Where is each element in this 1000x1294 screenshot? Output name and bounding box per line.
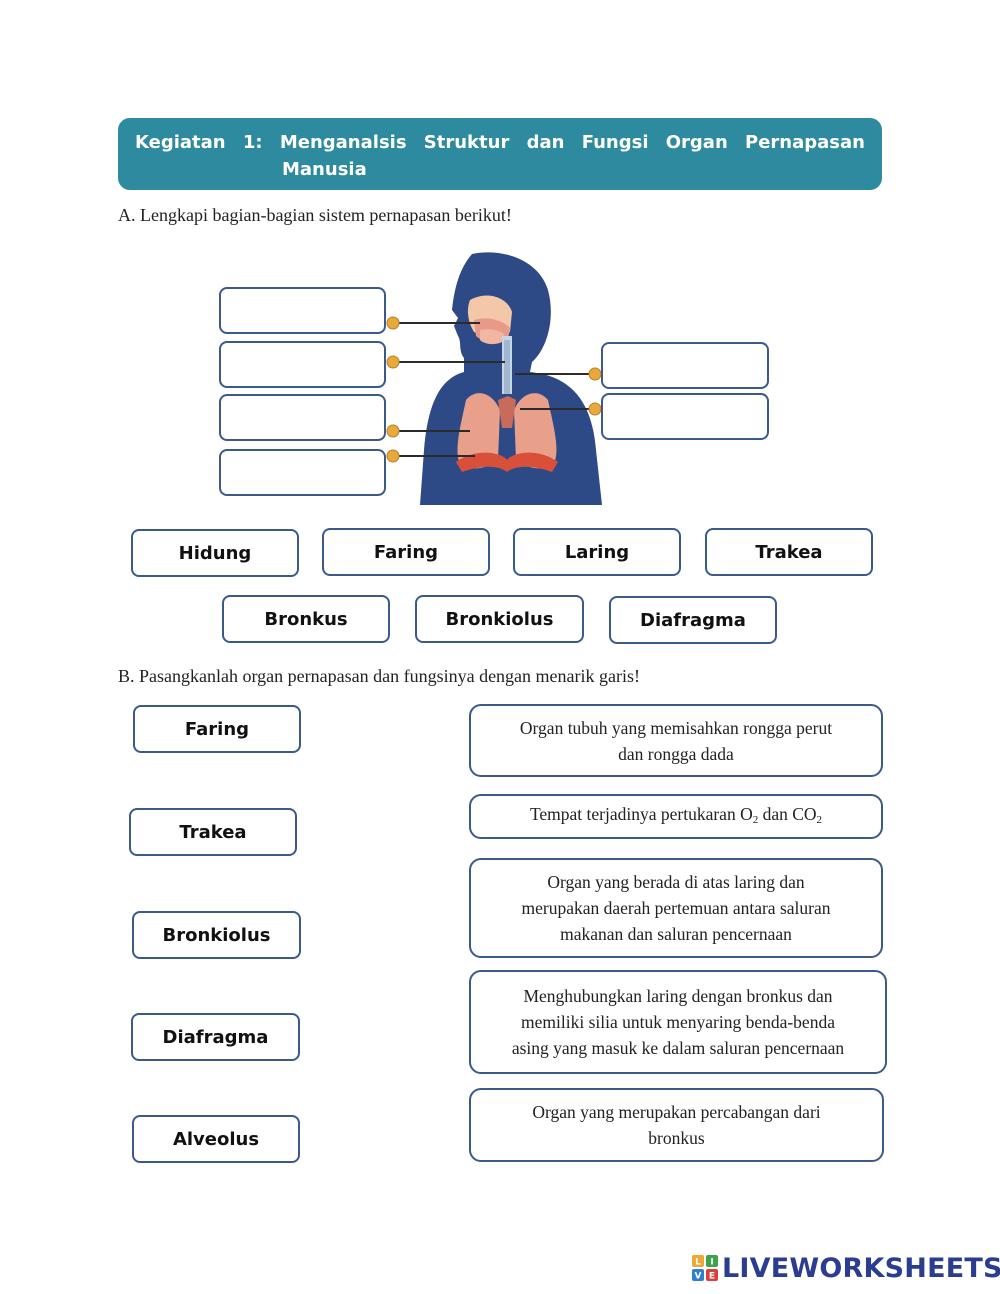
word-bank-bronkiolus[interactable]: Bronkiolus: [415, 595, 584, 643]
title-word: Fungsi: [581, 132, 649, 153]
function-text-line: Tempat terjadinya pertukaran O2 dan CO2: [529, 803, 823, 826]
diaphragm-shape: [456, 452, 558, 472]
activity-title-line-1: Kegiatan 1: Menganalsis Struktur dan Fun…: [135, 129, 865, 156]
connector-dot: [386, 355, 400, 369]
svg-text:V: V: [695, 1272, 702, 1282]
organ-alveolus[interactable]: Alveolus: [132, 1115, 300, 1163]
activity-title-banner: Kegiatan 1: Menganalsis Struktur dan Fun…: [118, 118, 882, 190]
word-bank-trakea[interactable]: Trakea: [705, 528, 873, 576]
right-lung: [514, 393, 557, 469]
answer-blank-5[interactable]: [601, 342, 769, 389]
title-word: Menganalsis: [279, 132, 407, 153]
function-box-5[interactable]: Organ yang merupakan percabangan dari br…: [469, 1088, 884, 1162]
connector-dot: [386, 316, 400, 330]
word-bank-bronkus[interactable]: Bronkus: [222, 595, 390, 643]
title-word: dan: [526, 132, 565, 153]
section-b-instruction: B. Pasangkanlah organ pernapasan dan fun…: [118, 666, 641, 686]
function-box-3[interactable]: Organ yang berada di atas laring dan mer…: [469, 858, 883, 958]
word-bank-hidung[interactable]: Hidung: [131, 529, 299, 577]
title-word: Kegiatan: [135, 132, 226, 153]
activity-title-line-2: Manusia: [282, 159, 367, 180]
organ-trakea[interactable]: Trakea: [129, 808, 297, 856]
word-bank-laring[interactable]: Laring: [513, 528, 681, 576]
function-text-line: Organ yang merupakan percabangan dari: [532, 1102, 821, 1122]
word-bank-diafragma[interactable]: Diafragma: [609, 596, 777, 644]
function-text-line: memiliki silia untuk menyaring benda-ben…: [521, 1012, 835, 1032]
function-text-line: makanan dan saluran pencernaan: [560, 924, 792, 944]
answer-blank-2[interactable]: [219, 341, 386, 388]
function-text-line: Organ yang berada di atas laring dan: [547, 872, 805, 892]
organ-bronkiolus[interactable]: Bronkiolus: [132, 911, 301, 959]
liveworksheets-wordmark: LIVEWORKSHEETS: [722, 1252, 1000, 1284]
connector-dot: [588, 367, 602, 381]
function-box-2[interactable]: Tempat terjadinya pertukaran O2 dan CO2: [469, 794, 883, 839]
respiratory-system-diagram: [420, 252, 602, 505]
function-box-1[interactable]: Organ tubuh yang memisahkan rongga perut…: [469, 704, 883, 777]
title-word: Struktur: [423, 132, 510, 153]
section-a-instruction: A. Lengkapi bagian-bagian sistem pernapa…: [118, 205, 512, 225]
title-word: Pernapasan: [745, 132, 865, 153]
connector-dot: [588, 402, 602, 416]
connector-dot: [386, 424, 400, 438]
function-text-line: bronkus: [648, 1128, 705, 1148]
function-text-line: asing yang masuk ke dalam saluran pencer…: [511, 1038, 845, 1058]
connector-dot: [386, 449, 400, 463]
liveworksheets-logo-icon: L I V E: [692, 1255, 718, 1281]
function-text-line: merupakan daerah pertemuan antara salura…: [521, 898, 831, 918]
title-word: Organ: [665, 132, 728, 153]
answer-blank-4[interactable]: [219, 449, 386, 496]
organ-faring[interactable]: Faring: [133, 705, 301, 753]
function-text-line: Menghubungkan laring dengan bronkus dan: [523, 986, 833, 1006]
function-text-line: Organ tubuh yang memisahkan rongga perut: [519, 717, 833, 738]
word-bank-faring[interactable]: Faring: [322, 528, 490, 576]
left-lung: [457, 393, 500, 469]
svg-text:I: I: [710, 1258, 713, 1268]
title-word: 1:: [242, 132, 263, 153]
answer-blank-6[interactable]: [601, 393, 769, 440]
function-text-line: dan rongga dada: [618, 743, 734, 764]
answer-blank-1[interactable]: [219, 287, 386, 334]
liveworksheets-logo: L I V E LIVEWORKSHEETS: [692, 1252, 1000, 1284]
function-box-4[interactable]: Menghubungkan laring dengan bronkus dan …: [469, 970, 887, 1074]
answer-blank-3[interactable]: [219, 394, 386, 441]
svg-text:E: E: [709, 1272, 715, 1282]
svg-text:L: L: [695, 1258, 701, 1268]
diagram-connectors: [386, 316, 602, 463]
organ-diafragma[interactable]: Diafragma: [131, 1013, 300, 1061]
